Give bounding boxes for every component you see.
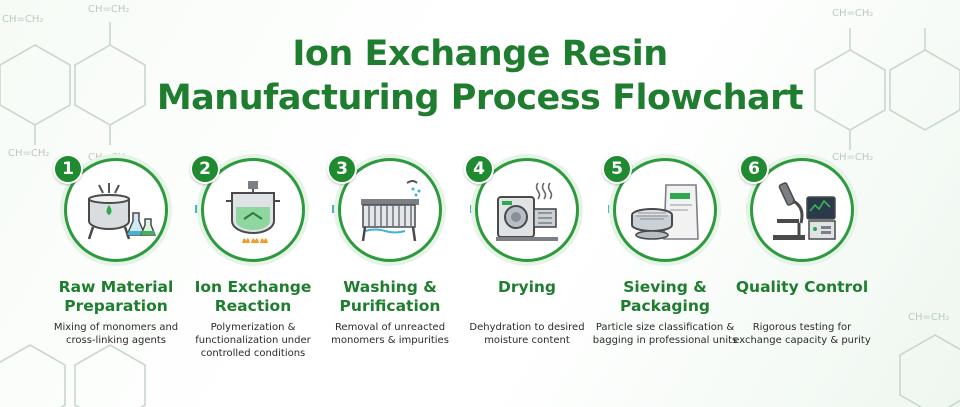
step-6-title: Quality Control xyxy=(735,278,869,296)
formula-label: CH=CH₂ xyxy=(2,14,43,25)
step-4-title: Drying xyxy=(497,278,557,296)
step-3-number-badge: 3 xyxy=(327,154,357,184)
step-6-description: Rigorous testing for exchange capacity &… xyxy=(733,322,871,346)
formula-label: CH=CH₂ xyxy=(8,148,49,159)
formula-label: CH=CH₂ xyxy=(88,4,129,15)
step-2-number-badge: 2 xyxy=(190,154,220,184)
step-6-number-badge: 6 xyxy=(739,154,769,184)
title-line-1: Ion Exchange Resin xyxy=(292,34,668,74)
step-5-description: Particle size classification & bagging i… xyxy=(592,322,738,346)
step-2-description: Polymerization & functionalization under… xyxy=(195,322,311,359)
step-4-number-badge: 4 xyxy=(464,154,494,184)
step-3-title: Washing & Purification xyxy=(339,278,441,315)
filter-press-icon xyxy=(361,180,421,242)
industrial-dryer-icon xyxy=(496,182,558,241)
step-1-title: Raw Material Preparation xyxy=(58,278,174,315)
step-4-description: Dehydration to desired moisture content xyxy=(469,322,585,346)
step-2-title: Ion Exchange Reaction xyxy=(194,278,312,315)
jacketed-reactor-icon xyxy=(226,181,280,243)
step-1-description: Mixing of monomers and cross-linking age… xyxy=(53,322,179,346)
step-1-number-badge: 1 xyxy=(53,154,83,184)
step-5-number-badge: 5 xyxy=(602,154,632,184)
formula-label: CH=CH₂ xyxy=(832,8,873,19)
sieve-and-bag-icon xyxy=(631,184,699,240)
step-5-title: Sieving & Packaging xyxy=(620,278,710,315)
reactor-vessel-and-flasks-icon xyxy=(87,183,157,240)
page-title: Ion Exchange Resin Manufacturing Process… xyxy=(0,32,960,120)
microscope-and-analyzer-icon xyxy=(773,182,836,240)
title-line-2: Manufacturing Process Flowchart xyxy=(156,78,804,118)
step-3-description: Removal of unreacted monomers & impuriti… xyxy=(331,322,449,346)
formula-label: CH=CH₂ xyxy=(908,312,949,323)
